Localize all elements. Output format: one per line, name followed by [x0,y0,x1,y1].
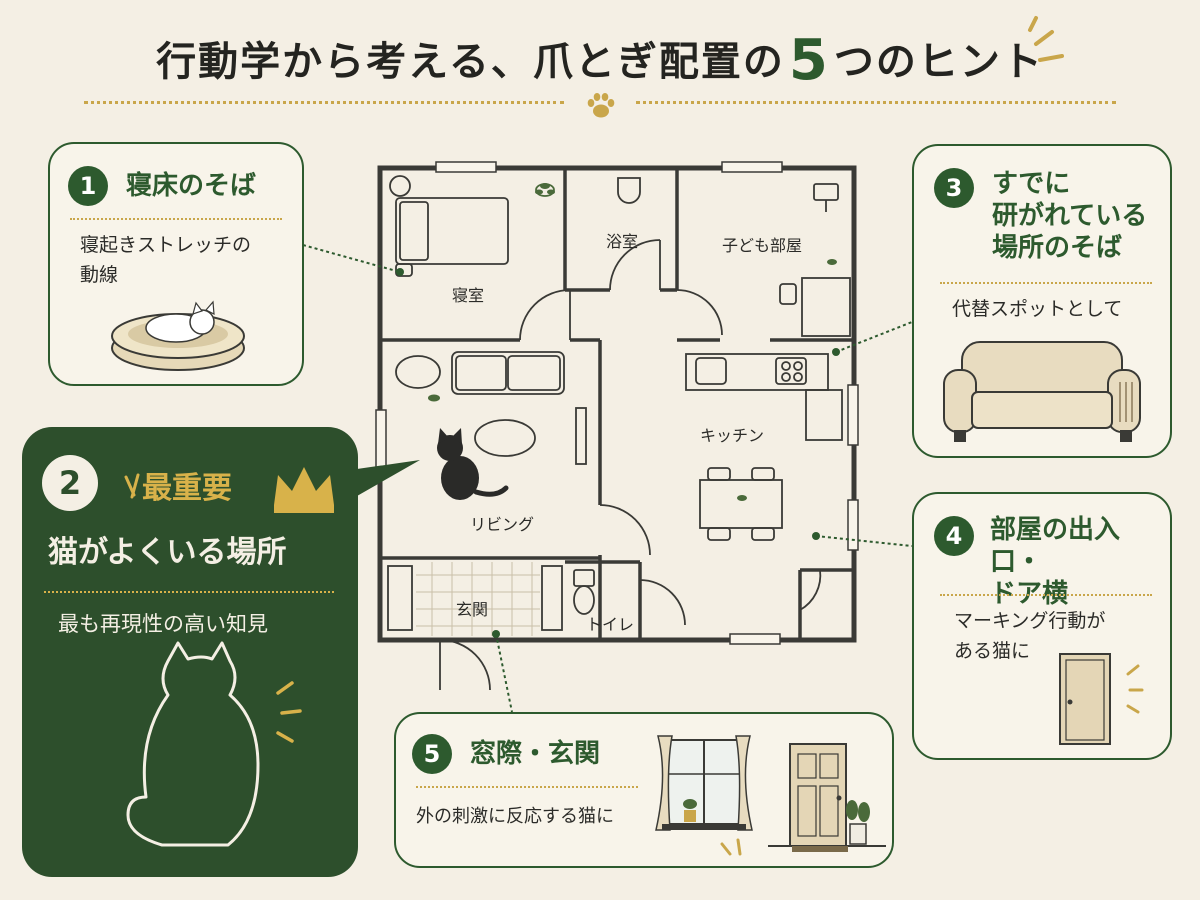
most-important-badge: 最重要 [142,471,232,506]
tip-card-3: 3 すでに 研がれている 場所のそば 代替スポットとして [912,144,1172,458]
tip-description: 寝起きストレッチの 動線 [80,234,252,286]
title-divider-left [84,101,564,104]
tip-title: 寝床のそば [126,171,257,201]
title-divider-right [636,101,1116,104]
room-label-toilet: トイレ [586,615,635,634]
tip-number-badge: 4 [934,516,974,556]
paw-icon [587,93,615,118]
room-label-entrance: 玄関 [456,600,489,619]
tip-divider [70,218,282,220]
tip-title: 窓際・玄関 [470,739,601,769]
cat-silhouette-icon [437,428,509,500]
room-label-living: リビング [470,515,535,534]
tip-number-badge: 5 [412,734,452,774]
cat-bed-icon [111,300,245,371]
title-text-before: 行動学から考える、爪とぎ配置の [156,39,785,85]
room-label-kids-room: 子ども部屋 [722,236,803,255]
room-label-kitchen: キッチン [700,426,765,445]
room-label-bedroom: 寝室 [452,286,485,305]
tip-divider [416,786,638,788]
tip-title: すでに 研がれている 場所のそば [992,169,1148,263]
tip-number-badge: 1 [68,166,108,206]
door-icon [1059,653,1144,745]
room-label-bath: 浴室 [606,232,639,251]
tip-divider [940,594,1152,596]
sitting-cat-outline-icon [126,641,302,847]
crown-icon [124,467,334,513]
title-number: 5 [788,28,830,93]
tip-number-badge: 3 [934,168,974,208]
tip-divider [44,591,334,593]
tip-description: 代替スポットとして [952,298,1123,320]
tip-description: 最も再現性の高い知見 [58,612,268,636]
tip-card-1: 1 寝床のそば 寝起きストレッチの 動線 [48,142,304,386]
tip-description: 外の刺激に反応する猫に [416,806,614,827]
tip-number-badge: 2 [42,455,98,511]
sparkle-icon [1028,16,1064,62]
sofa-icon [943,341,1141,442]
tip-description: マーキング行動が ある猫に [954,610,1106,662]
tip-title: 猫がよくいる場所 [48,535,287,570]
tip-card-4: 4 部屋の出入口・ ドア横 マーキング行動が ある猫に [912,492,1172,760]
window-and-door-icon [655,735,886,856]
tip-card-5: 5 窓際・玄関 外の刺激に反応する猫に [394,712,894,868]
title-text-after: つのヒント [833,39,1044,85]
tip-divider [940,282,1152,284]
tip-card-2: 2 最重要 猫がよくいる場所 最も再現性の高い知見 [22,427,358,877]
